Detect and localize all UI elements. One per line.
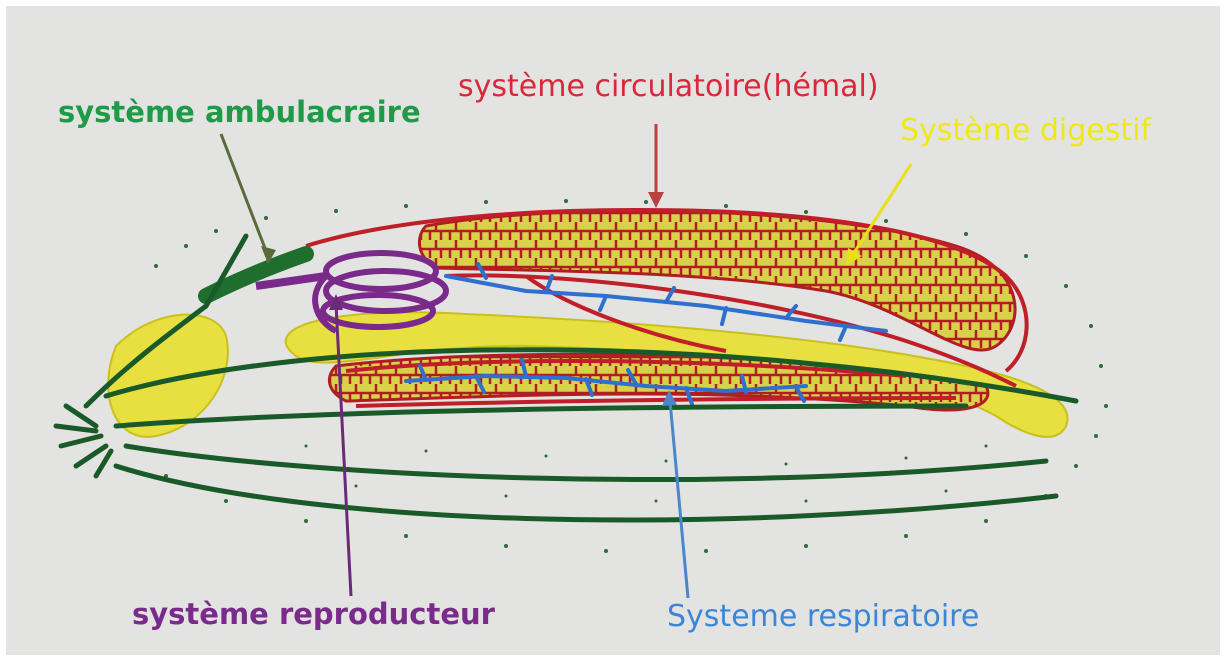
label-ambulacral-system: système ambulacraire <box>58 98 421 127</box>
label-digestive-system: Système digestif <box>900 116 1151 146</box>
arrow-respiratoire <box>670 401 688 598</box>
label-reproductive-system: système reproducteur <box>132 600 495 629</box>
diagram-frame: système ambulacraire système circulatoir… <box>6 6 1220 655</box>
digestive-system <box>108 211 1067 437</box>
label-circulatory-system: système circulatoire(hémal) <box>458 72 879 102</box>
label-respiratory-system: Systeme respiratoire <box>667 602 979 632</box>
